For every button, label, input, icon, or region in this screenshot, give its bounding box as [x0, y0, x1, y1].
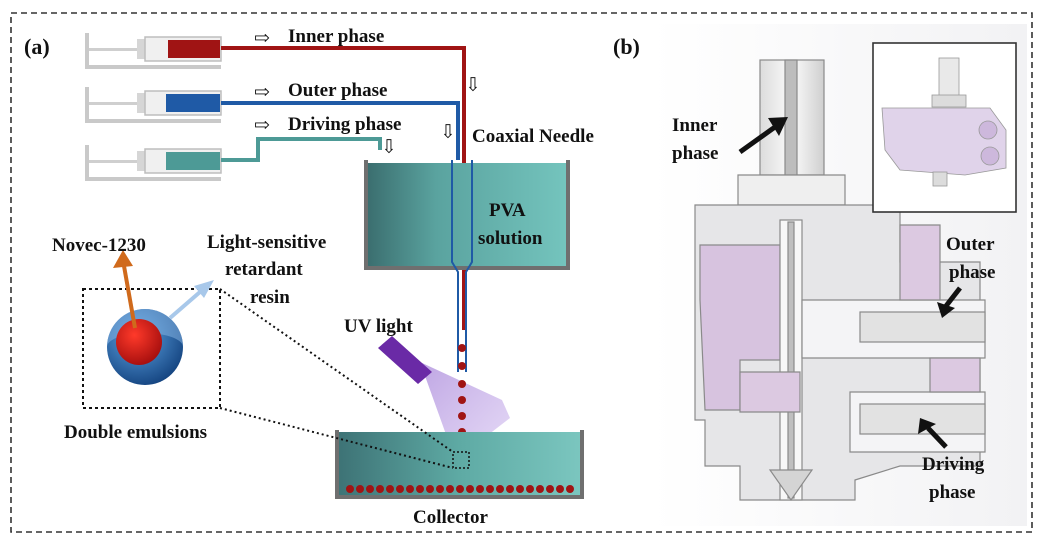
- resin-label-line1: Light-sensitive: [207, 232, 326, 253]
- inner-phase-label: Inner phase: [288, 26, 384, 47]
- b-driving-label-line1: Driving: [922, 454, 985, 475]
- b-inner-label-line2: phase: [672, 143, 718, 164]
- collector-label: Collector: [413, 507, 488, 528]
- b-outer-arrow: [944, 286, 962, 308]
- down-arrow-3: ⇩: [381, 137, 397, 158]
- uv-lamp: [378, 336, 432, 384]
- syringe-driving: [85, 145, 222, 181]
- zoom-box-small: [452, 451, 470, 469]
- coaxial-needle-label: Coaxial Needle: [472, 126, 594, 147]
- pva-label-line1: PVA: [489, 200, 526, 221]
- driving-phase-arrow: ⇨: [254, 115, 270, 136]
- driving-phase-label: Driving phase: [288, 114, 402, 135]
- down-arrow-1: ⇩: [465, 75, 481, 96]
- b-driving-arrowhead: [918, 418, 936, 434]
- driving-phase-tube: [221, 137, 382, 162]
- b-inner-label-line1: Inner: [672, 115, 718, 136]
- b-driving-arrow: [926, 426, 948, 449]
- b-outer-label-line1: Outer: [946, 234, 995, 255]
- zoom-line-bottom: [219, 407, 454, 469]
- coaxial-device-section: [694, 59, 986, 502]
- outer-phase-tube: [221, 101, 460, 160]
- novec-arrow: [122, 265, 137, 329]
- syringe-outer: [85, 87, 222, 123]
- panel-b-label: (b): [613, 34, 640, 59]
- down-arrow-2: ⇩: [440, 122, 456, 143]
- syringe-inner: [85, 33, 222, 69]
- uv-beam: [420, 362, 510, 455]
- b-outer-arrowhead: [937, 302, 955, 318]
- panel-a-label: (a): [24, 34, 50, 59]
- b-driving-label-line2: phase: [929, 482, 975, 503]
- pva-label-line2: solution: [478, 228, 543, 249]
- resin-arrowhead: [194, 280, 214, 298]
- outer-phase-arrow: ⇨: [254, 82, 270, 103]
- double-emulsions-label: Double emulsions: [64, 422, 207, 443]
- coaxial-needle-body: [451, 160, 459, 372]
- outer-phase-label: Outer phase: [288, 80, 387, 101]
- collected-droplets: [346, 485, 574, 493]
- device-inset-render: [881, 57, 1007, 187]
- pva-tank: [364, 160, 570, 270]
- novec-arrowhead: [113, 250, 133, 268]
- outer-frame: [10, 12, 1033, 533]
- resin-label-line2: retardant: [225, 259, 303, 280]
- zoom-line-top: [219, 288, 454, 453]
- coaxial-needle-wall: [465, 160, 473, 372]
- b-inner-arrow: [738, 124, 777, 155]
- b-outer-label-line2: phase: [949, 262, 995, 283]
- inner-phase-arrow: ⇨: [254, 28, 270, 49]
- uv-light-label: UV light: [344, 316, 413, 337]
- resin-label-line3: resin: [250, 287, 290, 308]
- b-inner-arrowhead: [768, 117, 788, 136]
- double-emulsion-sphere: [107, 309, 183, 385]
- emulsion-inset-box: [82, 288, 221, 409]
- novec-label: Novec-1230: [52, 235, 146, 256]
- resin-arrow: [168, 290, 202, 320]
